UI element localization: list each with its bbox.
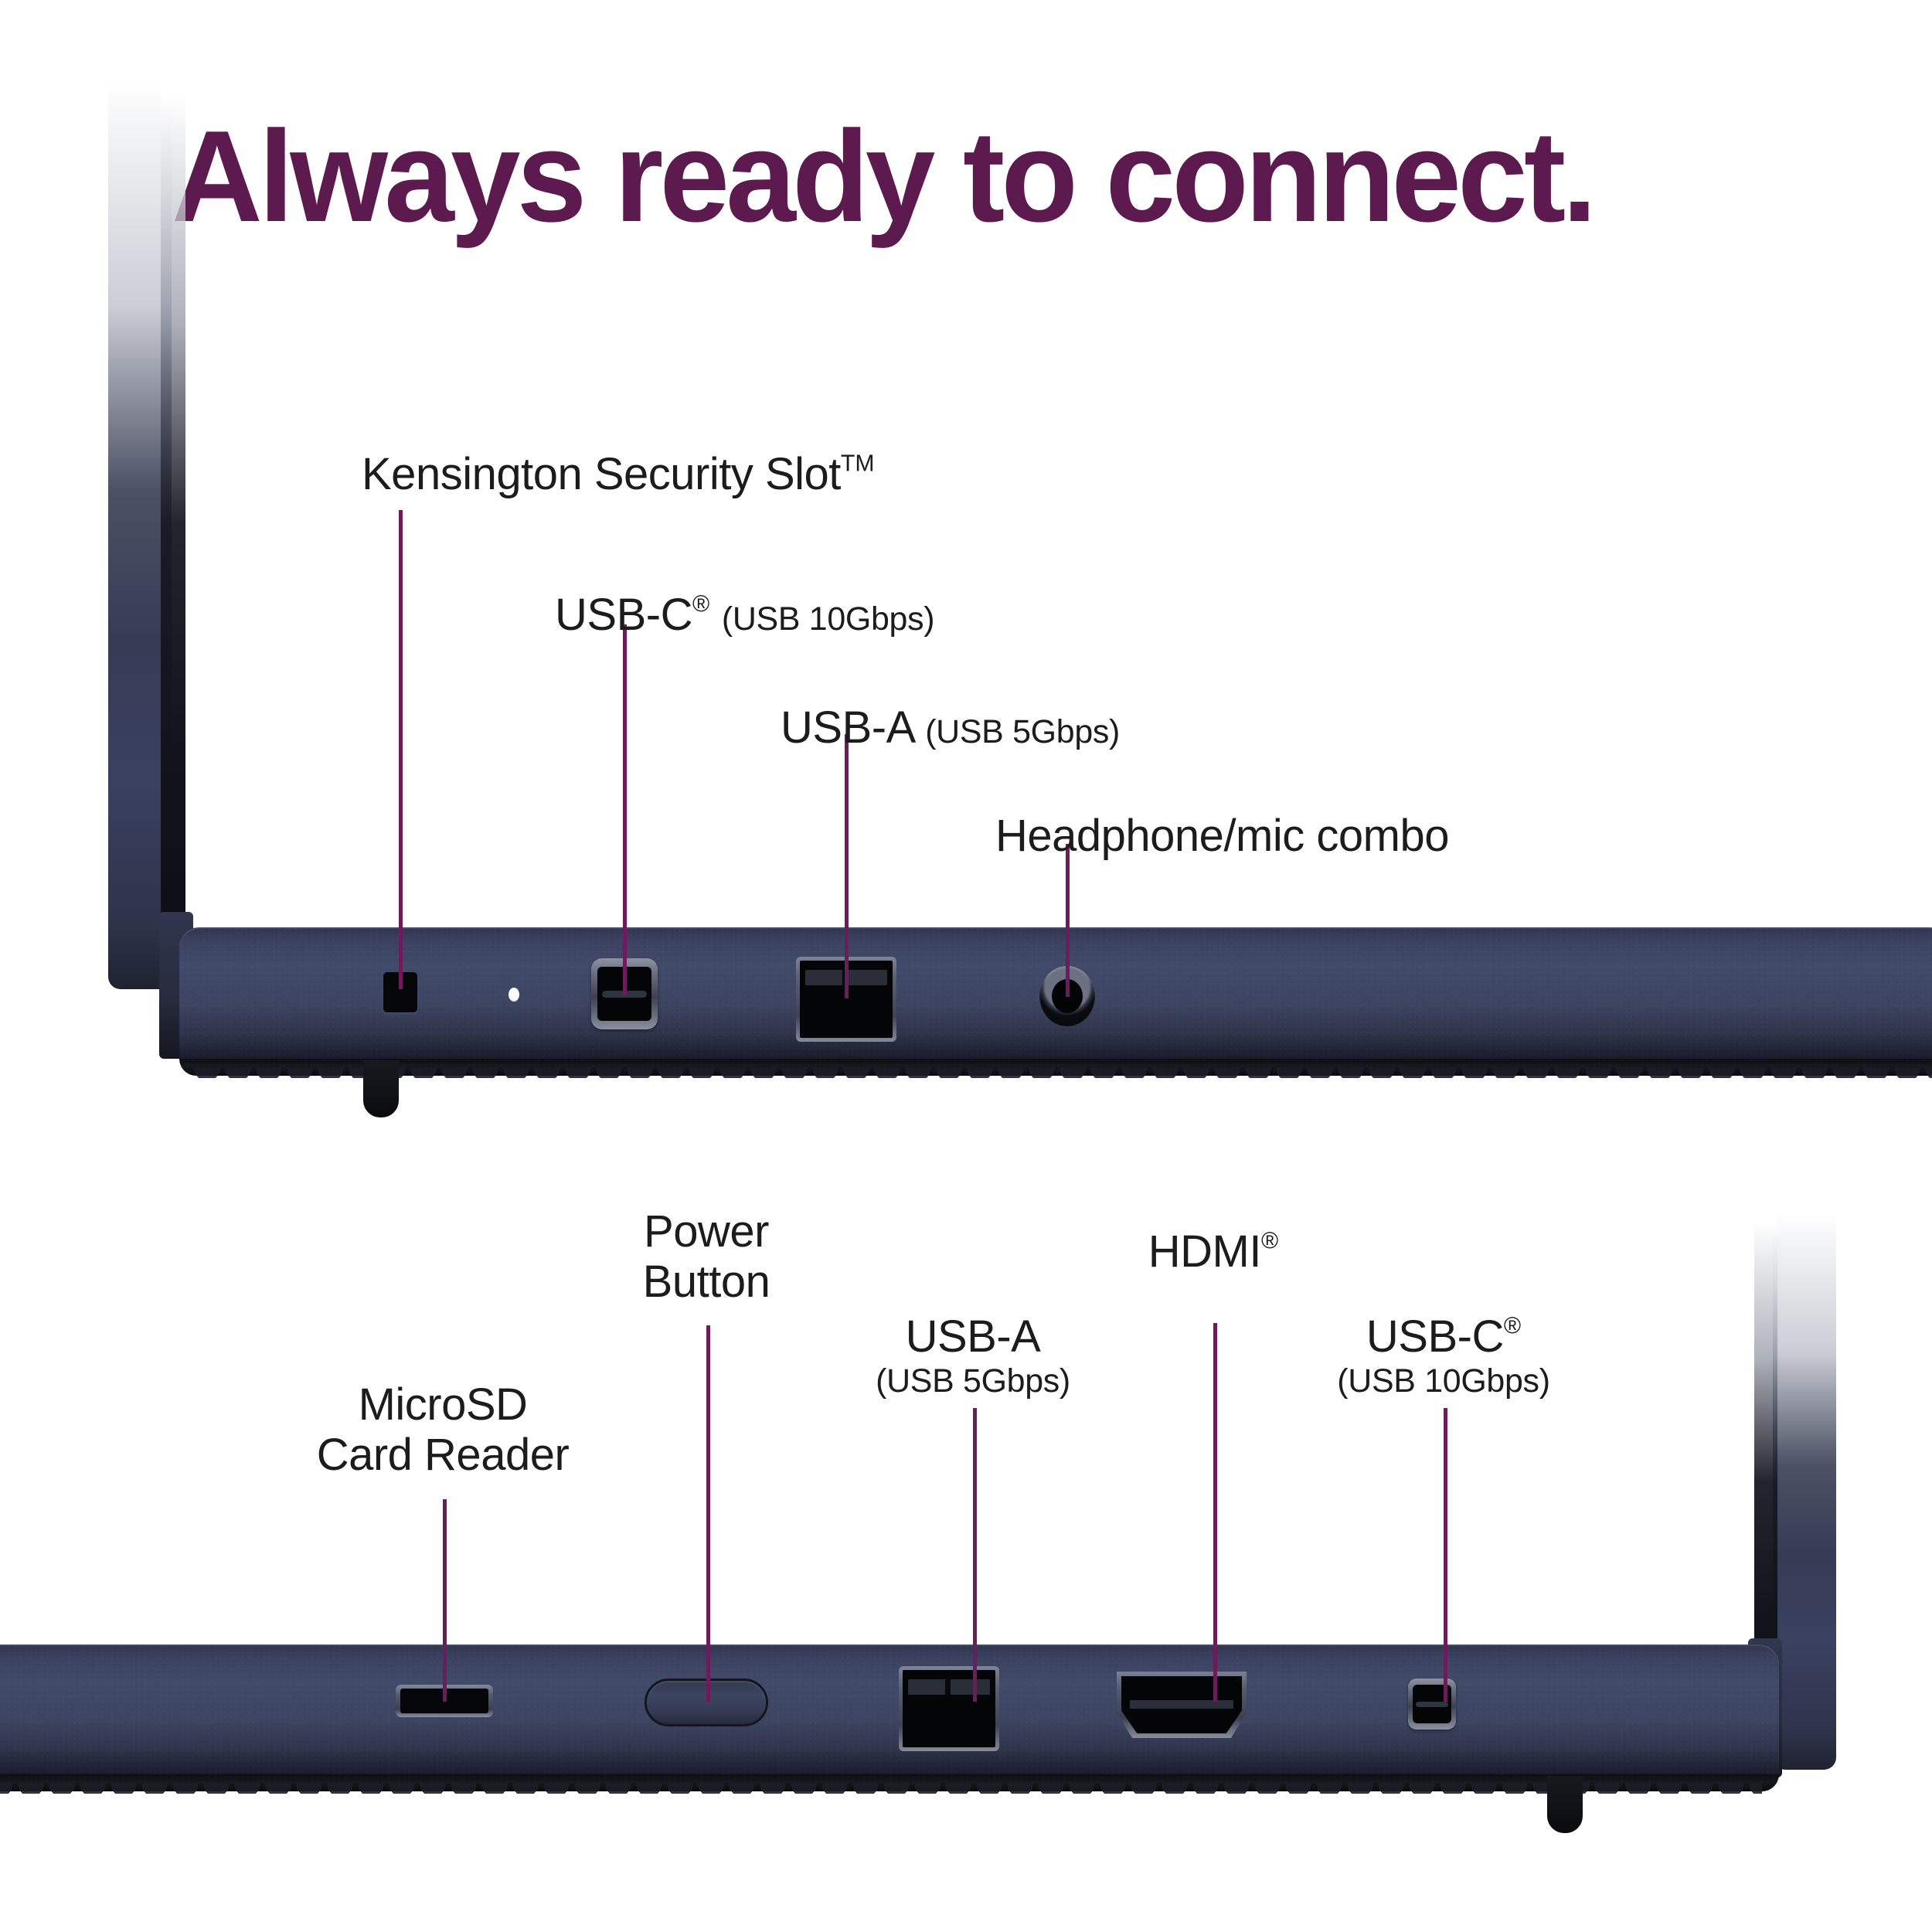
leader-line-usb-a-top — [845, 734, 849, 998]
leader-line-usb-a-bottom — [973, 1408, 977, 1702]
callout-label-line1: USB-C — [1366, 1311, 1504, 1362]
hdmi-port-mouth — [1121, 1676, 1242, 1733]
registered-symbol: ® — [1503, 1313, 1522, 1339]
status-led-indicator — [509, 988, 519, 1002]
callout-label-text: USB-C — [555, 590, 692, 640]
leader-line-hdmi — [1213, 1323, 1217, 1702]
chassis-vent-strip — [0, 1783, 1762, 1794]
callout-detail-text: (USB 5Gbps) — [876, 1362, 1070, 1400]
callout-label-text: Kensington Security Slot — [362, 449, 841, 499]
rubber-foot — [363, 1060, 399, 1117]
callout-hdmi: HDMI® — [1043, 1226, 1383, 1277]
leader-line-power-button — [706, 1325, 710, 1702]
registered-symbol: ® — [692, 591, 710, 617]
callout-label-line1: Power — [644, 1206, 769, 1257]
leader-line-usb-c-bottom — [1444, 1408, 1447, 1702]
callout-headphone-mic-combo: Headphone/mic combo — [995, 810, 1449, 862]
callout-label-line1: MicroSD — [358, 1379, 528, 1430]
laptop-chassis-bottom-view — [0, 1645, 1779, 1791]
callout-label-line2: Button — [642, 1256, 770, 1307]
usb-a-port-mouth — [903, 1670, 995, 1747]
page-title: Always ready to connect. — [172, 104, 1597, 249]
leader-line-microsd — [443, 1499, 447, 1702]
rubber-foot — [1547, 1776, 1583, 1833]
callout-label-line2: Card Reader — [316, 1429, 570, 1480]
trademark-symbol: TM — [840, 451, 875, 477]
port-hdmi[interactable] — [1117, 1672, 1247, 1738]
callout-usb-c-bottom: USB-C® (USB 10Gbps) — [1274, 1311, 1614, 1400]
callout-label-line1: HDMI — [1148, 1226, 1262, 1277]
laptop-lid-edge — [1773, 1136, 1836, 1770]
chassis-vent-strip — [192, 1067, 1932, 1078]
callout-label-line1: USB-A — [905, 1311, 1041, 1362]
port-usb-a-bottom[interactable] — [899, 1666, 999, 1751]
callout-detail-text: (USB 10Gbps) — [1337, 1362, 1550, 1400]
leader-line-kensington — [399, 510, 403, 989]
callout-usb-a-bottom: USB-A (USB 5Gbps) — [803, 1311, 1143, 1400]
port-usb-c-bottom[interactable] — [1408, 1679, 1456, 1730]
callout-detail-text: (USB 10Gbps) — [721, 600, 935, 638]
callout-detail-text: (USB 5Gbps) — [925, 713, 1121, 750]
callout-label-text: Headphone/mic combo — [995, 811, 1449, 861]
leader-line-usb-c-top — [623, 624, 627, 995]
leader-line-headphone — [1066, 844, 1070, 997]
registered-symbol: ® — [1260, 1228, 1279, 1254]
callout-kensington-security-slot: Kensington Security SlotTM — [362, 448, 874, 500]
laptop-display-edge — [161, 0, 185, 974]
callout-usb-a-top: USB-A (USB 5Gbps) — [781, 702, 1120, 753]
callout-power-button: Power Button — [536, 1206, 876, 1308]
callout-label-wrap: USB-C® — [1274, 1311, 1614, 1362]
callout-microsd-card-reader: MicroSD Card Reader — [273, 1379, 613, 1481]
callout-usb-c-top: USB-C® (USB 10Gbps) — [555, 589, 935, 641]
callout-label-text: USB-A — [781, 702, 913, 753]
